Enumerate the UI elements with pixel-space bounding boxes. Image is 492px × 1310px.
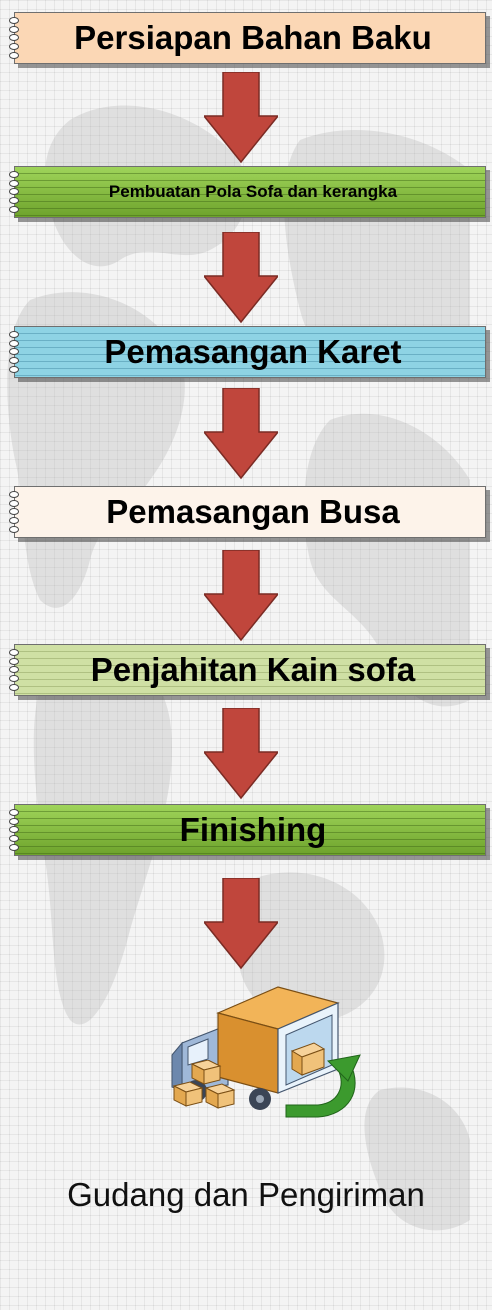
spiral-binding: [7, 330, 21, 374]
delivery-truck-icon: [171, 986, 361, 1118]
process-step-3: Pemasangan Karet: [9, 326, 486, 378]
spiral-binding: [7, 16, 21, 60]
step-label: Persiapan Bahan Baku: [74, 19, 432, 56]
arrow-down-icon: [204, 72, 278, 164]
step-label: Pembuatan Pola Sofa dan kerangka: [108, 182, 398, 201]
arrow-down-icon: [204, 878, 278, 970]
arrow-down-icon: [204, 232, 278, 324]
process-step-2: Pembuatan Pola Sofa dan kerangka: [9, 166, 486, 218]
arrow-down-icon: [204, 708, 278, 800]
process-step-4: Pemasangan Busa: [9, 486, 486, 538]
spiral-binding: [7, 170, 21, 214]
step-label: Pemasangan Busa: [106, 493, 400, 530]
step-label: Finishing: [179, 811, 327, 848]
arrow-down-icon: [204, 388, 278, 480]
spiral-binding: [7, 648, 21, 692]
process-step-6: Finishing: [9, 804, 486, 856]
step-label: Pemasangan Karet: [104, 333, 402, 370]
boxes-icon: [172, 1060, 236, 1109]
process-step-5: Penjahitan Kain sofa: [9, 644, 486, 696]
arrow-down-icon: [204, 550, 278, 642]
curved-arrow-icon: [285, 1062, 356, 1118]
spiral-binding: [7, 490, 21, 534]
destination-label: Gudang dan Pengiriman: [67, 1176, 425, 1213]
spiral-binding: [7, 808, 21, 852]
process-step-1: Persiapan Bahan Baku: [9, 12, 486, 64]
step-label: Penjahitan Kain sofa: [90, 651, 416, 688]
